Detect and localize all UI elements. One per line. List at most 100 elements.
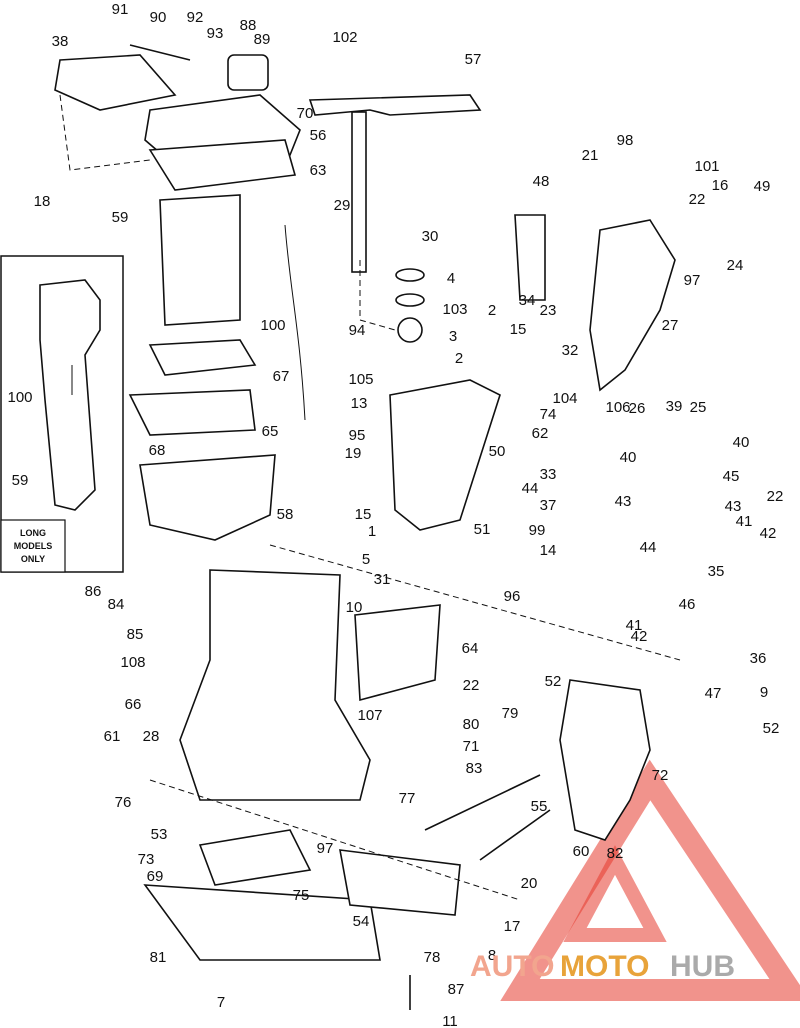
callout-label-59: 59 [12, 472, 29, 489]
callout-label-48: 48 [533, 173, 550, 190]
inset-exhaust-housing-shape [39, 279, 101, 511]
callout-label-22: 22 [767, 488, 784, 505]
callout-label-92: 92 [187, 9, 204, 26]
callout-label-73: 73 [138, 851, 155, 868]
callout-label-105: 105 [348, 371, 373, 388]
callout-label-15: 15 [510, 321, 527, 338]
callout-label-80: 80 [463, 716, 480, 733]
callout-label-83: 83 [466, 760, 483, 777]
callout-label-68: 68 [149, 442, 166, 459]
callout-label-61: 61 [104, 728, 121, 745]
callout-label-20: 20 [521, 875, 538, 892]
callout-label-2: 2 [488, 302, 496, 319]
callout-label-66: 66 [125, 696, 142, 713]
callout-label-4: 4 [447, 270, 455, 287]
part-plate-60 [198, 829, 312, 886]
callout-label-30: 30 [422, 228, 439, 245]
callout-label-1: 1 [368, 523, 376, 540]
callout-label-97: 97 [684, 272, 701, 289]
callout-label-16: 16 [712, 177, 729, 194]
callout-label-58: 58 [277, 506, 294, 523]
callout-label-103: 103 [442, 301, 467, 318]
callout-label-97: 97 [317, 840, 334, 857]
callout-label-64: 64 [462, 640, 479, 657]
callout-label-88: 88 [240, 17, 257, 34]
callout-label-56: 56 [310, 127, 327, 144]
callout-label-53: 53 [151, 826, 168, 843]
watermark-triangle [500, 759, 800, 1001]
callout-label-90: 90 [150, 9, 167, 26]
callout-label-87: 87 [448, 981, 465, 998]
callout-label-76: 76 [115, 794, 132, 811]
callout-label-82: 82 [607, 845, 624, 862]
watermark-inner-triangle [563, 845, 667, 942]
callout-label-59: 59 [112, 209, 129, 226]
parts-layer [54, 44, 681, 1010]
callout-label-79: 79 [502, 705, 519, 722]
callout-label-65: 65 [262, 423, 279, 440]
watermark-wordmark: AUTO MOTO HUB [470, 950, 735, 983]
callout-label-34: 34 [519, 292, 536, 309]
callout-label-54: 54 [353, 913, 370, 930]
callout-label-19: 19 [345, 445, 362, 462]
callout-label-37: 37 [540, 497, 557, 514]
callout-label-100: 100 [7, 389, 32, 406]
callout-label-42: 42 [760, 525, 777, 542]
callout-label-23: 23 [540, 302, 557, 319]
part-stern-bracket-23 [589, 219, 676, 392]
callout-label-86: 86 [85, 583, 102, 600]
callout-label-25: 25 [690, 399, 707, 416]
callout-label-22: 22 [463, 677, 480, 694]
callout-label-28: 28 [143, 728, 160, 745]
watermark-text-moto: MOTO [560, 950, 649, 983]
callout-label-52: 52 [763, 720, 780, 737]
part-pan-65 [139, 454, 276, 541]
part-exhaust-housing-61 [179, 569, 371, 801]
callout-label-27: 27 [662, 317, 679, 334]
part-bushing-3 [397, 317, 423, 343]
callout-label-89: 89 [254, 31, 271, 48]
part-rod-55 [424, 774, 541, 831]
dash-line-shaft [359, 260, 396, 331]
dash-line-top-left [59, 94, 151, 171]
callout-label-7: 7 [217, 994, 225, 1011]
callout-label-22: 22 [689, 191, 706, 208]
callout-label-106: 106 [605, 399, 630, 416]
callout-label-41: 41 [626, 617, 643, 634]
part-valve-70 [227, 54, 269, 91]
part-bracket-48 [514, 214, 546, 301]
callout-label-78: 78 [424, 949, 441, 966]
callout-label-45: 45 [723, 468, 740, 485]
callout-label-93: 93 [207, 25, 224, 42]
watermark-text-auto: AUTO [470, 950, 554, 983]
callout-label-40: 40 [733, 434, 750, 451]
callout-label-44: 44 [522, 480, 539, 497]
part-cover-64 [354, 604, 441, 702]
callout-label-17: 17 [504, 918, 521, 935]
callout-label-63: 63 [310, 162, 327, 179]
callout-label-96: 96 [504, 588, 521, 605]
callout-label-70: 70 [297, 105, 314, 122]
callout-label-55: 55 [531, 798, 548, 815]
callout-label-57: 57 [465, 51, 482, 68]
callout-label-44: 44 [640, 539, 657, 556]
callout-label-51: 51 [474, 521, 491, 538]
callout-label-108: 108 [120, 654, 145, 671]
callout-label-3: 3 [449, 328, 457, 345]
part-gasket-63 [148, 139, 297, 191]
callout-label-41: 41 [736, 513, 753, 530]
callout-label-10: 10 [346, 599, 363, 616]
callout-label-85: 85 [127, 626, 144, 643]
callout-label-81: 81 [150, 949, 167, 966]
callout-label-75: 75 [293, 887, 310, 904]
callout-label-39: 39 [666, 398, 683, 415]
inset-note-line-1: LONG [20, 528, 46, 538]
part-swivel-bracket-1 [389, 379, 501, 531]
callout-label-104: 104 [552, 390, 577, 407]
part-gasket-38 [54, 54, 177, 111]
inset-note-line-2: MODELS [14, 541, 53, 551]
part-seal-67 [148, 339, 257, 376]
part-plate-68 [128, 389, 256, 436]
callout-label-71: 71 [463, 738, 480, 755]
callout-label-50: 50 [489, 443, 506, 460]
